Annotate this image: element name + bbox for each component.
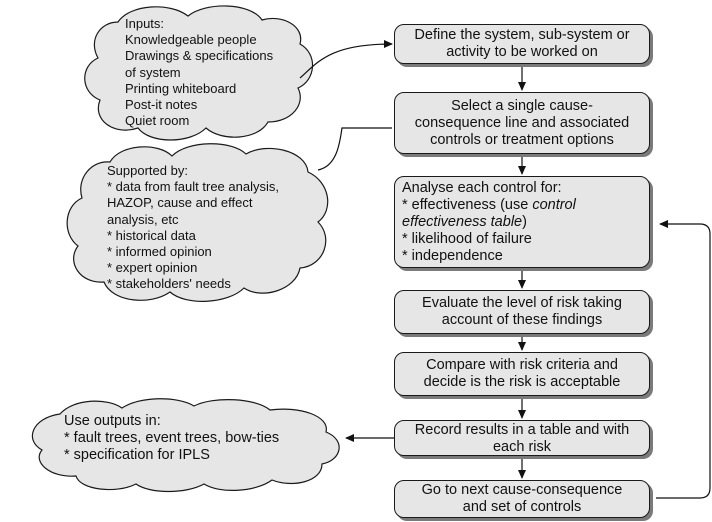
step-evaluate-line: Evaluate the level of risk taking bbox=[422, 295, 622, 311]
outputs-line: * specification for IPLS bbox=[64, 447, 210, 463]
step-define-box: Define the system, sub-system or activit… bbox=[394, 24, 650, 64]
step-next-line: Go to next cause-consequence bbox=[421, 482, 623, 498]
step-compare-box: Compare with risk criteria and decide is… bbox=[394, 352, 650, 396]
inputs-line: Printing whiteboard bbox=[125, 80, 237, 96]
outputs-cloud bbox=[31, 398, 340, 493]
step-select-line: controls or treatment options bbox=[430, 131, 614, 148]
step-analyse-effectiveness-cont: effectiveness table) bbox=[402, 214, 527, 231]
step-record-box: Record results in a table and with each … bbox=[394, 420, 650, 456]
outputs-line: * fault trees, event trees, bow-ties bbox=[64, 430, 280, 446]
inputs-line: Drawings & specifications bbox=[125, 48, 274, 64]
supported-line: Supported by: bbox=[107, 163, 188, 178]
inputs-cloud-text: Inputs: Knowledgeable people Drawings & … bbox=[125, 16, 273, 129]
supported-cloud-text: Supported by: * data from fault tree ana… bbox=[107, 163, 279, 293]
step-analyse-likelihood: * likelihood of failure bbox=[402, 231, 532, 247]
step-select-box: Select a single cause- consequence line … bbox=[394, 92, 650, 154]
step-compare-line: Compare with risk criteria and bbox=[426, 357, 618, 373]
effectiveness-prefix: * effectiveness (use bbox=[402, 197, 533, 213]
effectiveness-suffix: ) bbox=[522, 214, 527, 230]
step-compare-line: decide is the risk is acceptable bbox=[423, 374, 621, 390]
inputs-line: Post-it notes bbox=[125, 97, 198, 113]
step-evaluate-line: account of these findings bbox=[441, 312, 603, 328]
supported-line: analysis, etc bbox=[107, 211, 179, 227]
effectiveness-italic-2: effectiveness table bbox=[402, 214, 523, 230]
step-define-line: activity to be worked on bbox=[446, 44, 598, 60]
step-analyse-box: Analyse each control for: * effectivenes… bbox=[394, 176, 650, 268]
inputs-line: of system bbox=[125, 64, 181, 80]
supported-line: * informed opinion bbox=[107, 244, 212, 260]
line-supported-to-select bbox=[317, 127, 392, 171]
inputs-line: Knowledgeable people bbox=[125, 32, 257, 48]
outputs-cloud-text: Use outputs in: * fault trees, event tre… bbox=[64, 413, 279, 464]
step-record-line: each risk bbox=[492, 439, 552, 455]
outputs-line: Use outputs in: bbox=[64, 413, 161, 429]
inputs-cloud bbox=[84, 5, 314, 141]
step-select-line: consequence line and associated bbox=[414, 114, 630, 131]
supported-line: * data from fault tree analysis, bbox=[107, 179, 279, 195]
step-next-line: and set of controls bbox=[462, 499, 582, 515]
step-analyse-independence: * independence bbox=[402, 248, 503, 264]
inputs-line: Inputs: bbox=[125, 16, 165, 31]
effectiveness-italic: control bbox=[532, 197, 576, 213]
supported-line: * expert opinion bbox=[107, 260, 198, 276]
supported-line: * historical data bbox=[107, 227, 196, 243]
step-analyse-heading: Analyse each control for: bbox=[402, 180, 562, 196]
step-record-line: Record results in a table and with bbox=[414, 422, 630, 438]
arrow-inputs-to-define bbox=[299, 40, 393, 79]
step-select-line: Select a single cause- bbox=[451, 97, 593, 114]
step-next-box: Go to next cause-consequence and set of … bbox=[394, 480, 650, 518]
inputs-line: Quiet room bbox=[125, 113, 190, 129]
arrow-loop-next-to-analyse bbox=[656, 220, 711, 499]
supported-line: * stakeholders' needs bbox=[107, 276, 231, 292]
supported-cloud bbox=[66, 143, 329, 302]
step-define-line: Define the system, sub-system or bbox=[414, 27, 630, 43]
supported-line: HAZOP, cause and effect bbox=[107, 195, 253, 211]
step-evaluate-box: Evaluate the level of risk taking accoun… bbox=[394, 290, 650, 334]
step-analyse-effectiveness: * effectiveness (use control bbox=[402, 197, 576, 214]
